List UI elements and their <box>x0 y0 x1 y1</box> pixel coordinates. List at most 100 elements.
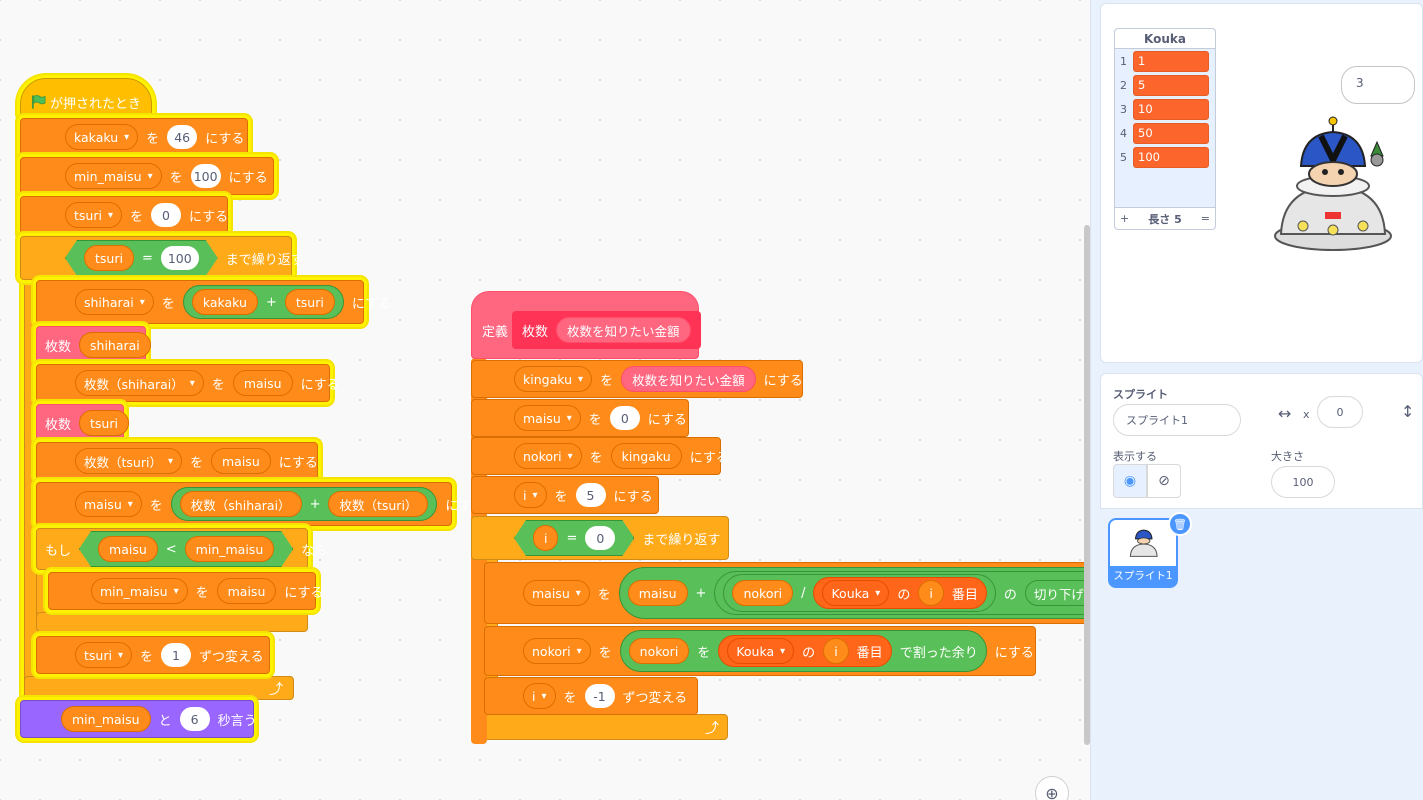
variable-reporter[interactable]: maisu <box>98 536 158 562</box>
value-input[interactable]: 0 <box>151 203 181 227</box>
mod-operator[interactable]: nokori を Kouka の i 番目 で割った余り <box>619 630 987 672</box>
divide-operator[interactable]: nokori / Kouka の i 番目 <box>723 574 996 612</box>
add-operator[interactable]: maisu + nokori / Kouka の i 番目 の 切り下げ <box>618 567 1090 619</box>
variable-dropdown[interactable]: min_maisu <box>91 578 188 604</box>
when-flag-clicked-hat[interactable]: が押されたとき <box>20 78 152 118</box>
x-position-field[interactable]: 0 <box>1317 396 1363 428</box>
variable-reporter[interactable]: maisu <box>232 370 293 396</box>
set-variable-block[interactable]: nokori を kingaku にする <box>471 437 729 475</box>
delete-sprite-button[interactable]: 🗑 <box>1168 512 1192 536</box>
equals-condition[interactable]: i = 0 <box>514 520 634 556</box>
list-item-value[interactable]: 1 <box>1133 50 1209 72</box>
sprite-name-field[interactable]: スプライト1 <box>1113 404 1241 436</box>
item-of-list[interactable]: Kouka の i 番目 <box>718 635 892 667</box>
variable-dropdown[interactable]: 枚数（shiharai） <box>75 370 204 396</box>
value-input[interactable]: 100 <box>161 246 199 270</box>
list-dropdown[interactable]: Kouka <box>822 580 890 606</box>
variable-dropdown[interactable]: kingaku <box>514 366 593 392</box>
set-variable-block[interactable]: nokori を nokori を Kouka の i 番目 で割った余り にす… <box>484 626 1036 676</box>
variable-dropdown[interactable]: i <box>523 683 556 709</box>
variable-reporter[interactable]: 枚数（tsuri） <box>328 491 429 517</box>
argument-reporter[interactable]: tsuri <box>79 410 129 436</box>
variable-dropdown[interactable]: nokori <box>514 443 582 469</box>
variable-reporter[interactable]: maisu <box>627 580 688 606</box>
list-item-value[interactable]: 100 <box>1133 146 1209 168</box>
variable-dropdown[interactable]: 枚数（tsuri） <box>75 448 182 474</box>
value-input[interactable]: 100 <box>190 164 221 188</box>
list-item-value[interactable]: 10 <box>1133 98 1209 120</box>
code-workspace[interactable]: ⤴ が押されたとき kakaku を 46 にする min_maisu を 10… <box>0 0 1091 800</box>
less-than-condition[interactable]: maisu < min_maisu <box>79 531 293 567</box>
change-variable-block[interactable]: i を -1 ずつ変える <box>484 677 698 715</box>
parameter-reporter[interactable]: 枚数を知りたい金額 <box>556 317 691 343</box>
variable-dropdown[interactable]: i <box>514 482 547 508</box>
set-variable-block[interactable]: tsuri を 0 にする <box>20 196 228 234</box>
variable-reporter[interactable]: nokori <box>732 580 794 606</box>
set-variable-block[interactable]: shiharai を kakaku + tsuri にする <box>36 280 391 324</box>
math-function-operator[interactable]: nokori / Kouka の i 番目 の 切り下げ <box>714 571 1090 615</box>
value-input[interactable]: -1 <box>584 684 615 708</box>
variable-dropdown[interactable]: shiharai <box>75 289 154 315</box>
value-input[interactable]: 1 <box>161 643 191 667</box>
add-operator[interactable]: kakaku + tsuri <box>182 285 344 319</box>
variable-dropdown[interactable]: tsuri <box>65 202 122 228</box>
math-function-dropdown[interactable]: 切り下げ <box>1024 580 1090 606</box>
define-block[interactable]: 定義 枚数 枚数を知りたい金額 <box>471 291 701 359</box>
workspace-scrollbar[interactable] <box>1084 225 1090 745</box>
variable-reporter[interactable]: min_maisu <box>61 706 151 732</box>
value-input[interactable]: 0 <box>609 406 640 430</box>
seconds-input[interactable]: 6 <box>179 707 210 731</box>
variable-reporter[interactable]: i <box>918 580 944 606</box>
sprite-tile[interactable]: スプライト1 🗑 <box>1108 512 1192 588</box>
set-variable-block[interactable]: 枚数（tsuri） を maisu にする <box>36 442 318 480</box>
equals-condition[interactable]: tsuri = 100 <box>65 240 218 276</box>
list-resize-handle[interactable]: = <box>1200 212 1210 225</box>
variable-dropdown[interactable]: kakaku <box>65 124 139 150</box>
change-variable-block[interactable]: tsuri を 1 ずつ変える <box>36 636 270 674</box>
hide-sprite-button[interactable]: ⊘ <box>1147 464 1181 498</box>
list-add-button[interactable]: + <box>1120 212 1130 225</box>
repeat-until-block[interactable]: tsuri = 100 まで繰り返す <box>20 236 304 280</box>
set-variable-block[interactable]: min_maisu を maisu にする <box>48 572 324 610</box>
variable-reporter[interactable]: 枚数（shiharai） <box>179 491 302 517</box>
value-input[interactable]: 5 <box>575 483 606 507</box>
variable-reporter[interactable]: i <box>823 638 849 664</box>
variable-reporter[interactable]: tsuri <box>84 245 134 271</box>
list-item-value[interactable]: 5 <box>1133 74 1209 96</box>
custom-block-call[interactable]: 枚数 tsuri <box>36 404 129 442</box>
variable-reporter[interactable]: maisu <box>211 448 271 474</box>
set-variable-block[interactable]: kingaku を 枚数を知りたい金額 にする <box>471 360 803 398</box>
variable-reporter[interactable]: i <box>533 525 558 551</box>
set-variable-block[interactable]: min_maisu を 100 にする <box>20 157 274 195</box>
value-input[interactable]: 46 <box>167 125 198 149</box>
set-variable-block[interactable]: i を 5 にする <box>471 476 659 514</box>
variable-dropdown[interactable]: maisu <box>523 580 590 606</box>
variable-dropdown[interactable]: min_maisu <box>65 163 162 189</box>
variable-reporter[interactable]: tsuri <box>284 289 335 315</box>
variable-dropdown[interactable]: maisu <box>75 491 142 517</box>
size-field[interactable]: 100 <box>1271 466 1335 498</box>
show-sprite-button[interactable]: ◉ <box>1113 464 1147 498</box>
if-block[interactable]: もし maisu < min_maisu なら <box>36 528 327 570</box>
sprite-character[interactable] <box>1273 116 1395 256</box>
say-for-secs-block[interactable]: min_maisu と 6 秒言う <box>20 700 257 738</box>
set-variable-block[interactable]: maisu を maisu + nokori / Kouka の i 番目 の … <box>484 562 1090 624</box>
variable-reporter[interactable]: nokori <box>628 638 690 664</box>
argument-reporter[interactable]: shiharai <box>79 332 151 358</box>
variable-reporter[interactable]: min_maisu <box>185 536 275 562</box>
variable-dropdown[interactable]: tsuri <box>75 642 132 668</box>
add-operator[interactable]: 枚数（shiharai） + 枚数（tsuri） <box>170 487 438 521</box>
variable-reporter[interactable]: kingaku <box>610 443 682 469</box>
parameter-reporter[interactable]: 枚数を知りたい金額 <box>621 366 756 392</box>
variable-reporter[interactable]: maisu <box>216 578 277 604</box>
repeat-until-block[interactable]: i = 0 まで繰り返す <box>471 516 729 560</box>
variable-dropdown[interactable]: nokori <box>523 638 591 664</box>
set-variable-block[interactable]: maisu を 枚数（shiharai） + 枚数（tsuri） にする <box>36 482 485 526</box>
variable-reporter[interactable]: kakaku <box>191 289 258 315</box>
